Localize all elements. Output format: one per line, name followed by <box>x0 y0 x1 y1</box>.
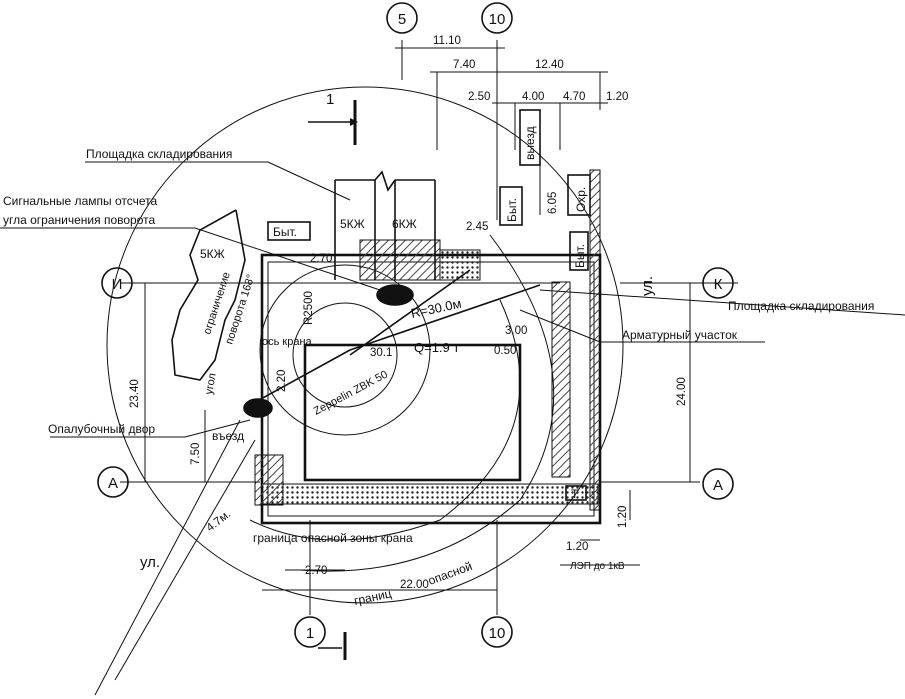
svg-text:К: К <box>714 276 723 293</box>
label-power-line: ЛЭП до 1кВ <box>570 561 625 572</box>
okhr-box <box>567 174 591 216</box>
label-crane-axis: ось крана <box>262 336 313 348</box>
svg-text:5: 5 <box>398 11 406 28</box>
dim-0-50: 0.50 <box>494 345 516 357</box>
danger-zone-curve <box>249 299 521 541</box>
label-5kj-left: 5КЖ <box>200 247 225 261</box>
label-signal-lamps-2: угла ограничения поворота <box>3 213 155 227</box>
t-box <box>565 485 587 501</box>
label-byt-right: Быт. <box>573 244 587 268</box>
axis-bubble-I: И <box>101 267 133 299</box>
label-rebar-area: Арматурный участок <box>622 328 738 342</box>
label-storage-right: Площадка складирования <box>728 299 874 313</box>
svg-text:10: 10 <box>489 11 506 28</box>
grid-lines <box>120 40 738 615</box>
crane-inner-circle <box>259 264 431 436</box>
label-6kj: 6КЖ <box>392 217 417 231</box>
storage-top-block <box>359 239 441 281</box>
label-crane-model: Zeppelin ZBK 50 <box>312 369 390 418</box>
dim-reach-r30: R=30.0м <box>410 296 463 321</box>
dim-12-40: 12.40 <box>535 59 564 71</box>
dim-r2500: R2500 <box>303 291 315 325</box>
svg-text:И: И <box>112 276 123 293</box>
dim-6-05: 6.05 <box>547 192 559 214</box>
axis-bubble-10-top: 10 <box>481 2 513 34</box>
dim-2-45: 2.45 <box>466 221 488 233</box>
label-exit: выезд <box>523 126 537 160</box>
label-5kj: 5КЖ <box>340 217 365 231</box>
label-byt-top: Быт. <box>505 198 519 222</box>
dim-30-1: 30.1 <box>370 347 392 359</box>
storage-top-strip <box>439 249 481 281</box>
danger-zone-curve-2 <box>299 234 555 572</box>
dim-2-70-bottom: 2.70 <box>305 565 327 577</box>
section-mark-bottom <box>318 632 347 660</box>
byt-box-right-top <box>499 186 523 226</box>
label-formwork-yard: Опалубочный двор <box>48 422 155 436</box>
axis-bubble-A-left: А <box>97 466 129 498</box>
label-danger-bottom: опасной <box>426 559 474 588</box>
label-angle: угол <box>203 372 219 395</box>
crane-core-circle <box>292 302 398 408</box>
dim-load-q: Q=1.9 т <box>414 340 459 355</box>
dim-4-7: 4.7м. <box>204 508 233 534</box>
dim-3-00: 3.00 <box>505 325 527 337</box>
crane-reach-circle <box>106 86 624 604</box>
label-entry: въезд <box>212 429 244 443</box>
axis-bubble-A-right: А <box>702 468 734 500</box>
section-mark-top <box>308 100 358 145</box>
crane-boom <box>243 269 541 418</box>
dim-2-50: 2.50 <box>468 91 490 103</box>
axis-bubble-10-bottom: 10 <box>481 616 513 648</box>
label-okhr: Охр. <box>574 187 588 212</box>
road-bottom <box>261 483 599 505</box>
label-t-box: Т <box>571 487 579 501</box>
exit-box <box>519 109 541 166</box>
dim-2-20: 2.20 <box>276 370 288 392</box>
dim-7-40: 7.40 <box>453 59 475 71</box>
storage-band-right <box>551 281 571 478</box>
axis-bubble-K: К <box>702 267 734 299</box>
label-storage-top: Площадка складирования <box>86 147 232 161</box>
dim-7-50: 7.50 <box>190 443 202 465</box>
leader-lines <box>0 161 905 696</box>
label-danger-zone: граница опасной зоны крана <box>253 531 413 545</box>
svg-text:А: А <box>108 475 118 492</box>
dim-1-20-top: 1.20 <box>606 91 628 103</box>
byt-box-right <box>569 231 589 271</box>
axis-bubble-5: 5 <box>386 2 418 34</box>
tower-5kj-6kj <box>334 170 436 280</box>
dim-4-70: 4.70 <box>563 91 585 103</box>
axis-bubble-1-bottom: 1 <box>294 616 326 648</box>
section-mark-top-label: 1 <box>326 91 334 108</box>
building-outline <box>303 343 522 482</box>
dim-23-40: 23.40 <box>129 379 141 408</box>
left-terrain <box>171 209 246 381</box>
label-byt-left: Быт. <box>273 225 297 239</box>
label-signal-lamps-1: Сигнальные лампы отсчета <box>3 194 157 208</box>
svg-text:10: 10 <box>489 625 506 642</box>
label-street-right: ул. <box>639 276 656 296</box>
label-street-left: ул. <box>140 554 160 571</box>
dim-2-70-top: 2.70 <box>310 253 332 265</box>
svg-text:А: А <box>713 477 723 494</box>
dim-4-00: 4.00 <box>522 91 544 103</box>
byt-box-top <box>267 221 311 241</box>
dim-1-20-right: 1.20 <box>617 506 629 528</box>
dim-1-20-bottom: 1.20 <box>566 541 588 553</box>
left-hatched-block <box>254 454 284 506</box>
dim-24-00: 24.00 <box>676 377 688 406</box>
svg-text:1: 1 <box>306 625 314 642</box>
dim-22-00: 22.00 <box>400 579 429 591</box>
site-fence-inner <box>267 261 595 517</box>
dim-11-10: 11.10 <box>433 35 461 47</box>
